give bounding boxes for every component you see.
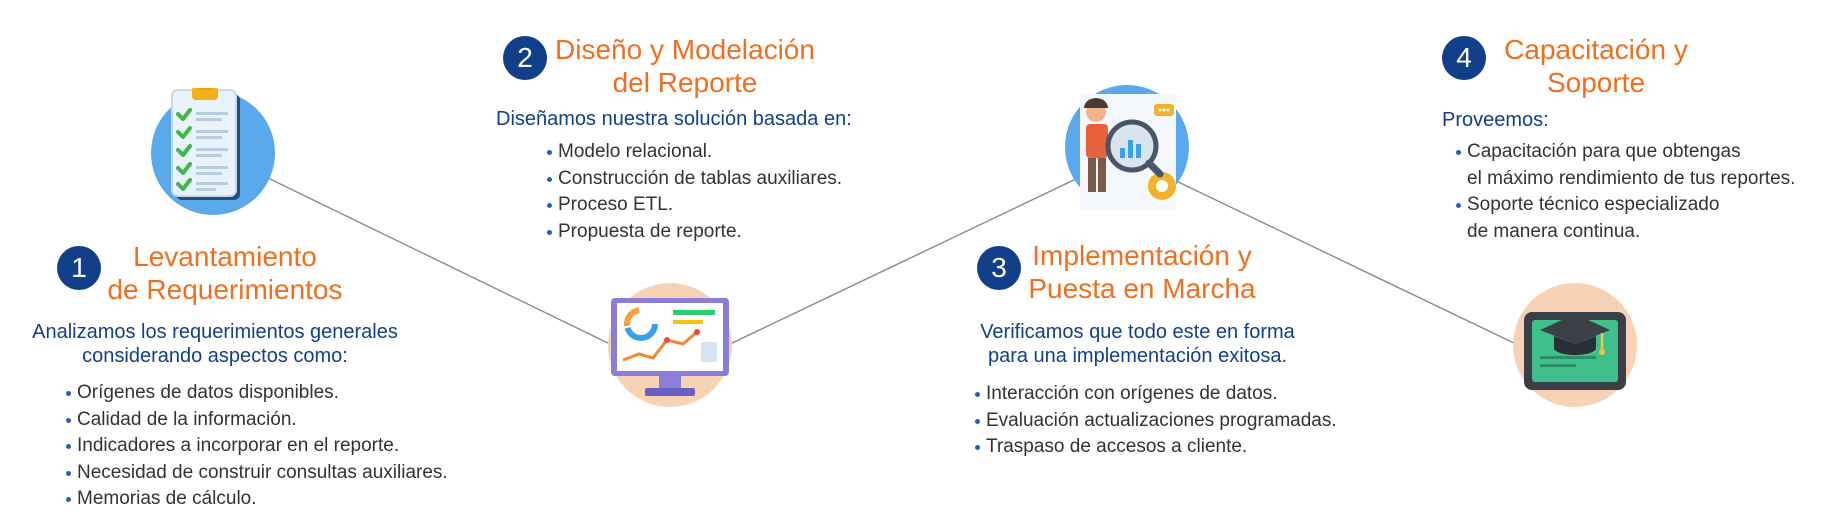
list-item: Indicadores a incorporar en el reporte. [65, 433, 448, 460]
connector-2-3 [727, 177, 1079, 346]
step-1-title: Levantamiento de Requerimientos [107, 241, 343, 305]
list-item: Calidad de la información. [65, 407, 448, 434]
step-3-title: Implementación y Puesta en Marcha [1028, 240, 1256, 304]
monitor-dashboard-icon [608, 283, 732, 407]
step-1-description: Analizamos los requerimientos generales … [32, 321, 398, 367]
step-4-description: Proveemos: [1442, 109, 1549, 131]
step-3-bullet-list: Interacción con orígenes de datos. Evalu… [974, 381, 1337, 461]
clipboard-checklist-icon [151, 88, 275, 215]
step-4-bullet-list: Capacitación para que obtengas el máximo… [1455, 139, 1795, 245]
step-2-number-badge: 2 [503, 36, 547, 80]
analyst-magnifier-icon [1065, 85, 1189, 210]
connector-1-2 [267, 177, 613, 346]
list-item: Proceso ETL. [546, 192, 842, 219]
list-item: Necesidad de construir consultas auxilia… [65, 460, 448, 487]
graduation-laptop-icon [1513, 283, 1637, 407]
step-2-description: Diseñamos nuestra solución basada en: [496, 108, 852, 130]
list-item: Interacción con orígenes de datos. [974, 381, 1337, 408]
step-1-number-badge: 1 [57, 246, 101, 290]
list-item: Evaluación actualizaciones programadas. [974, 408, 1337, 435]
step-3-number-badge: 3 [977, 246, 1021, 290]
step-2-title: Diseño y Modelación del Reporte [555, 34, 815, 98]
list-item: Propuesta de reporte. [546, 219, 842, 246]
list-item: Traspaso de accesos a cliente. [974, 434, 1337, 461]
list-item: Construcción de tablas auxiliares. [546, 166, 842, 193]
list-item: Orígenes de datos disponibles. [65, 380, 448, 407]
step-1-bullet-list: Orígenes de datos disponibles. Calidad d… [65, 380, 448, 513]
list-item: Capacitación para que obtengas el máximo… [1455, 139, 1795, 192]
step-3-description: Verificamos que todo este en forma para … [980, 321, 1295, 367]
list-item: Modelo relacional. [546, 139, 842, 166]
connector-3-4 [1169, 177, 1519, 346]
step-2-bullet-list: Modelo relacional. Construcción de tabla… [546, 139, 842, 245]
list-item: Memorias de cálculo. [65, 486, 448, 513]
step-4-number-badge: 4 [1442, 36, 1486, 80]
step-4-title: Capacitación y Soporte [1504, 34, 1688, 98]
list-item: Soporte técnico especializado de manera … [1455, 192, 1795, 245]
